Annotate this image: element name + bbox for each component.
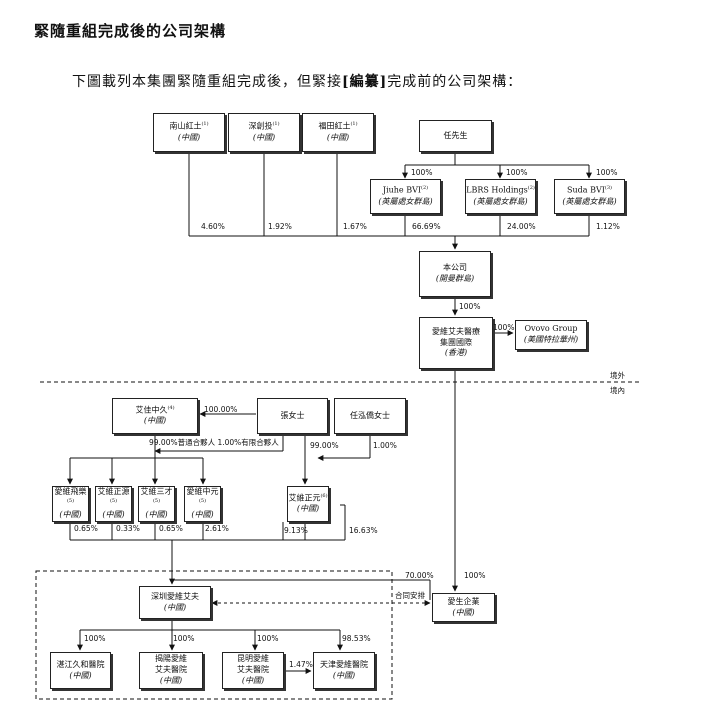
box-aiweizhengyuan-2: 艾維正元(6) (中國) bbox=[287, 486, 329, 522]
pct-kunming-tianjin: 1.47% bbox=[289, 660, 313, 669]
label-onshore: 境內 bbox=[610, 386, 625, 395]
box-tianjin-hospital: 天津愛維醫院 (中國) bbox=[313, 652, 375, 689]
box-aiweifeile: 愛維飛樂(5) (中國) bbox=[52, 486, 89, 522]
intro-text: 下圖載列本集團緊隨重組完成後，但緊接[編纂]完成前的公司架構： bbox=[72, 71, 522, 91]
pct-hk-aisheng: 100% bbox=[464, 571, 486, 580]
pct-shenchuang: 1.92% bbox=[268, 222, 292, 231]
pct-jiuhe: 66.69% bbox=[412, 222, 441, 231]
pct-aiweizhengyuan-2: 16.63% bbox=[349, 526, 378, 535]
pct-nanshan: 4.60% bbox=[201, 222, 225, 231]
pct-aiweizhengyuan: 0.33% bbox=[116, 524, 140, 533]
pct-zhang-aizhengyuan2: 99.00% bbox=[310, 441, 339, 450]
box-ms-zhang: 張女士 bbox=[257, 398, 328, 434]
pct-suda: 1.12% bbox=[596, 222, 620, 231]
intro-after: 完成前的公司架構： bbox=[387, 74, 523, 90]
pct-aiweizhongyuan: 2.61% bbox=[205, 524, 229, 533]
box-ovovo: Ovovo Group (美國特拉華州) bbox=[515, 320, 587, 350]
section-heading: 緊隨重組完成後的公司架構 bbox=[34, 22, 227, 40]
box-ms-ren-hongqiao: 任泓僑女士 bbox=[334, 398, 406, 434]
pct-ren-jiuhe: 100% bbox=[411, 168, 433, 177]
box-futian: 福田紅土(1) (中國) bbox=[302, 113, 374, 152]
pct-zhang-aizhongjiu: 100.00% bbox=[204, 405, 238, 414]
pct-ren-suda: 100% bbox=[596, 168, 618, 177]
pct-zhang-direct: 9.13% bbox=[284, 526, 308, 535]
box-shenzhen-aiweiaifu: 深圳愛維艾夫 (中國) bbox=[139, 586, 211, 619]
intro-before: 下圖載列本集團緊隨重組完成後，但緊接 bbox=[72, 74, 342, 90]
pct-renhong-aizhengyuan2: 1.00% bbox=[373, 441, 397, 450]
pct-lbrs: 24.00% bbox=[507, 222, 536, 231]
pct-tianjin: 98.53% bbox=[342, 634, 371, 643]
box-jieyang-hospital: 揭陽愛維 艾夫醫院 (中國) bbox=[139, 652, 203, 689]
box-kunming-hospital: 昆明愛維 艾夫醫院 (中國) bbox=[222, 652, 284, 689]
box-lbrs-holdings: LBRS Holdings(2) (英屬處女群島) bbox=[465, 179, 536, 214]
label-contract-arrangement: 合同安排 bbox=[395, 591, 425, 600]
pct-aiweisancai: 0.65% bbox=[159, 524, 183, 533]
intro-bracket: [編纂] bbox=[342, 74, 388, 90]
box-aiweisancai: 艾維三才(5) (中國) bbox=[138, 486, 175, 522]
pct-futian: 1.67% bbox=[343, 222, 367, 231]
box-mr-ren: 任先生 bbox=[419, 120, 492, 152]
pct-zhanjiang: 100% bbox=[84, 634, 106, 643]
box-jiuhe-bvi: Jiuhe BVI(2) (英屬處女群島) bbox=[370, 179, 441, 214]
pct-aisheng-shenzhen: 70.00% bbox=[405, 571, 434, 580]
pct-hk-ovovo: 100% bbox=[493, 323, 515, 332]
pct-ren-lbrs: 100% bbox=[506, 168, 528, 177]
box-suda-bvi: Suda BVI(3) (英屬處女群島) bbox=[554, 179, 625, 214]
box-zhanjiang-hospital: 湛江久和醫院 (中國) bbox=[50, 652, 111, 689]
pct-jieyang: 100% bbox=[173, 634, 195, 643]
box-aisheng: 愛生企業 (中國) bbox=[432, 593, 495, 622]
pct-company-hk: 100% bbox=[459, 302, 481, 311]
box-aizhongjiu: 艾佳中久(4) (中國) bbox=[112, 398, 198, 434]
pct-kunming: 100% bbox=[257, 634, 279, 643]
box-shenchuang: 深創投(1) (中國) bbox=[228, 113, 300, 152]
box-aiweizhengyuan: 艾維正源(5) (中國) bbox=[95, 486, 132, 522]
label-offshore: 境外 bbox=[610, 371, 625, 380]
box-hk-intl: 愛維艾夫醫療 集團國際 (香港) bbox=[419, 317, 493, 369]
pct-partners: 99.00%普通合夥人 1.00%有限合夥人 bbox=[149, 438, 279, 447]
box-aiweizhongyuan: 愛維中元(5) (中國) bbox=[184, 486, 221, 522]
box-company: 本公司 (開曼群島) bbox=[419, 251, 491, 297]
pct-aiweifeile: 0.65% bbox=[74, 524, 98, 533]
box-nanshan: 南山紅土(1) (中國) bbox=[153, 113, 225, 152]
